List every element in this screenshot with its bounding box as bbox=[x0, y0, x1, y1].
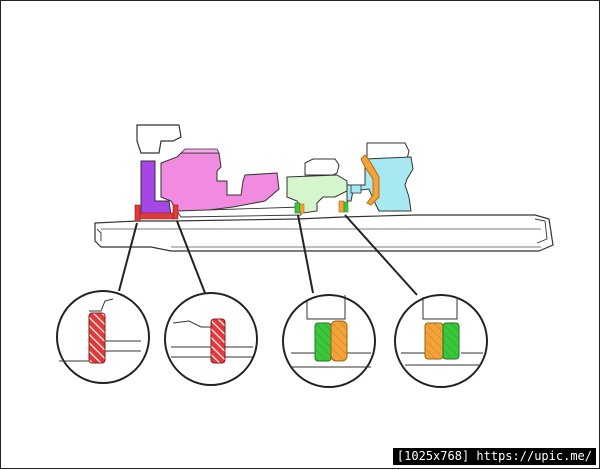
detail-red-seal-left bbox=[56, 290, 150, 384]
green-seal bbox=[294, 202, 301, 214]
detail-red-seal-right-ring bbox=[210, 318, 226, 364]
main-shaft bbox=[94, 214, 554, 252]
detail-orange-seal-accent bbox=[442, 322, 460, 360]
orange-clip bbox=[360, 154, 380, 206]
red-seal-right bbox=[172, 204, 179, 220]
watermark-label: [1025x768] https://upic.me/ bbox=[392, 448, 596, 465]
detail-red-seal-right bbox=[164, 292, 258, 386]
shaft-left-step bbox=[96, 228, 102, 241]
detail-green-seal-accent bbox=[330, 320, 348, 362]
pink-gear-tab bbox=[180, 148, 220, 154]
leader-line-1 bbox=[118, 222, 138, 292]
top-housing-outline bbox=[136, 124, 182, 154]
pink-gear-body bbox=[160, 152, 280, 212]
detail-green-seal bbox=[282, 294, 376, 388]
cyan-washer bbox=[350, 184, 362, 194]
green-bearing-block-top bbox=[304, 158, 340, 176]
red-seal-center bbox=[139, 212, 174, 220]
detail-red-seal-left-ring bbox=[88, 312, 106, 364]
orange-seal-inline bbox=[299, 203, 305, 214]
orange-seal bbox=[338, 200, 345, 213]
green-seal-inline bbox=[343, 201, 349, 213]
detail-orange-seal bbox=[394, 294, 488, 388]
cyan-housing-top bbox=[366, 142, 410, 160]
leader-line-4 bbox=[344, 214, 418, 296]
hub-sleeve bbox=[176, 206, 302, 218]
leader-line-2 bbox=[176, 220, 206, 294]
cyan-housing bbox=[346, 156, 414, 212]
detail-orange-seal-ring bbox=[424, 322, 444, 360]
green-bearing-block bbox=[286, 174, 348, 214]
shaft-right-end bbox=[534, 218, 548, 244]
detail-green-seal-ring bbox=[314, 322, 332, 362]
leader-line-3 bbox=[297, 214, 314, 294]
red-seal-left bbox=[134, 204, 141, 222]
